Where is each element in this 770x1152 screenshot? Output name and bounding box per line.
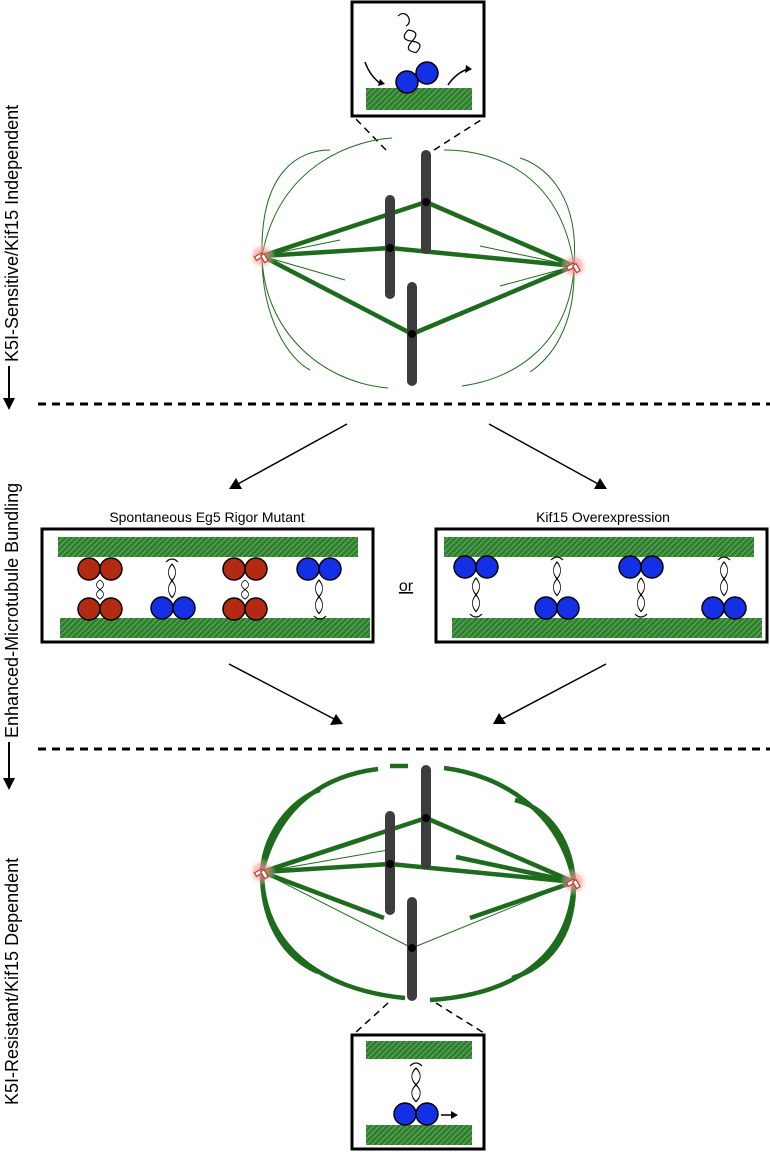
centrosome-icon (247, 241, 277, 271)
inset-microtubule (366, 1125, 472, 1145)
rigor-motor (222, 557, 268, 621)
side-labels: K5I-Sensitive/Kif15 Independent Enhanced… (2, 105, 22, 1105)
motor-head (393, 1102, 417, 1126)
motor-head (415, 61, 439, 85)
side-label-middle: Enhanced-Microtubule Bundling (2, 483, 22, 738)
panel-right (434, 527, 769, 644)
panel-microtubule (60, 618, 370, 638)
bottom-inset (350, 1033, 486, 1151)
arrow-right-icon (441, 1111, 458, 1119)
bottom-spindle (247, 763, 589, 1003)
arrow-down-icon (3, 366, 15, 410)
motor (296, 557, 342, 620)
arrow-down-icon (3, 742, 15, 790)
kif15-motor (618, 555, 664, 618)
motor-head (395, 70, 419, 94)
inset-microtubule (366, 1041, 472, 1059)
panel-title-left: Spontaneous Eg5 Rigor Mutant (109, 509, 304, 525)
panel-microtubule (58, 537, 358, 557)
motor-head (415, 1102, 439, 1126)
top-spindle (247, 137, 589, 389)
inset-microtubule (366, 88, 472, 110)
panel-microtubule (444, 537, 754, 557)
rigor-motor (77, 557, 123, 621)
side-label-bottom: K5I-Resistant/Kif15 Dependent (2, 858, 22, 1105)
centrosome-icon (247, 857, 277, 887)
or-connector: or (399, 578, 414, 595)
top-inset (350, 0, 486, 118)
panel-microtubule (452, 618, 762, 638)
side-label-top: K5I-Sensitive/Kif15 Independent (2, 105, 22, 362)
centrosome-icon (559, 867, 589, 897)
kif15-motor (701, 556, 747, 620)
kif15-motor (453, 555, 499, 618)
motor (150, 558, 196, 620)
panel-left (40, 527, 375, 644)
kif15-motor (534, 556, 580, 620)
centrosome-icon (559, 251, 589, 281)
panel-title-right: Kif15 Overexpression (536, 509, 670, 525)
arrows (228, 423, 607, 725)
